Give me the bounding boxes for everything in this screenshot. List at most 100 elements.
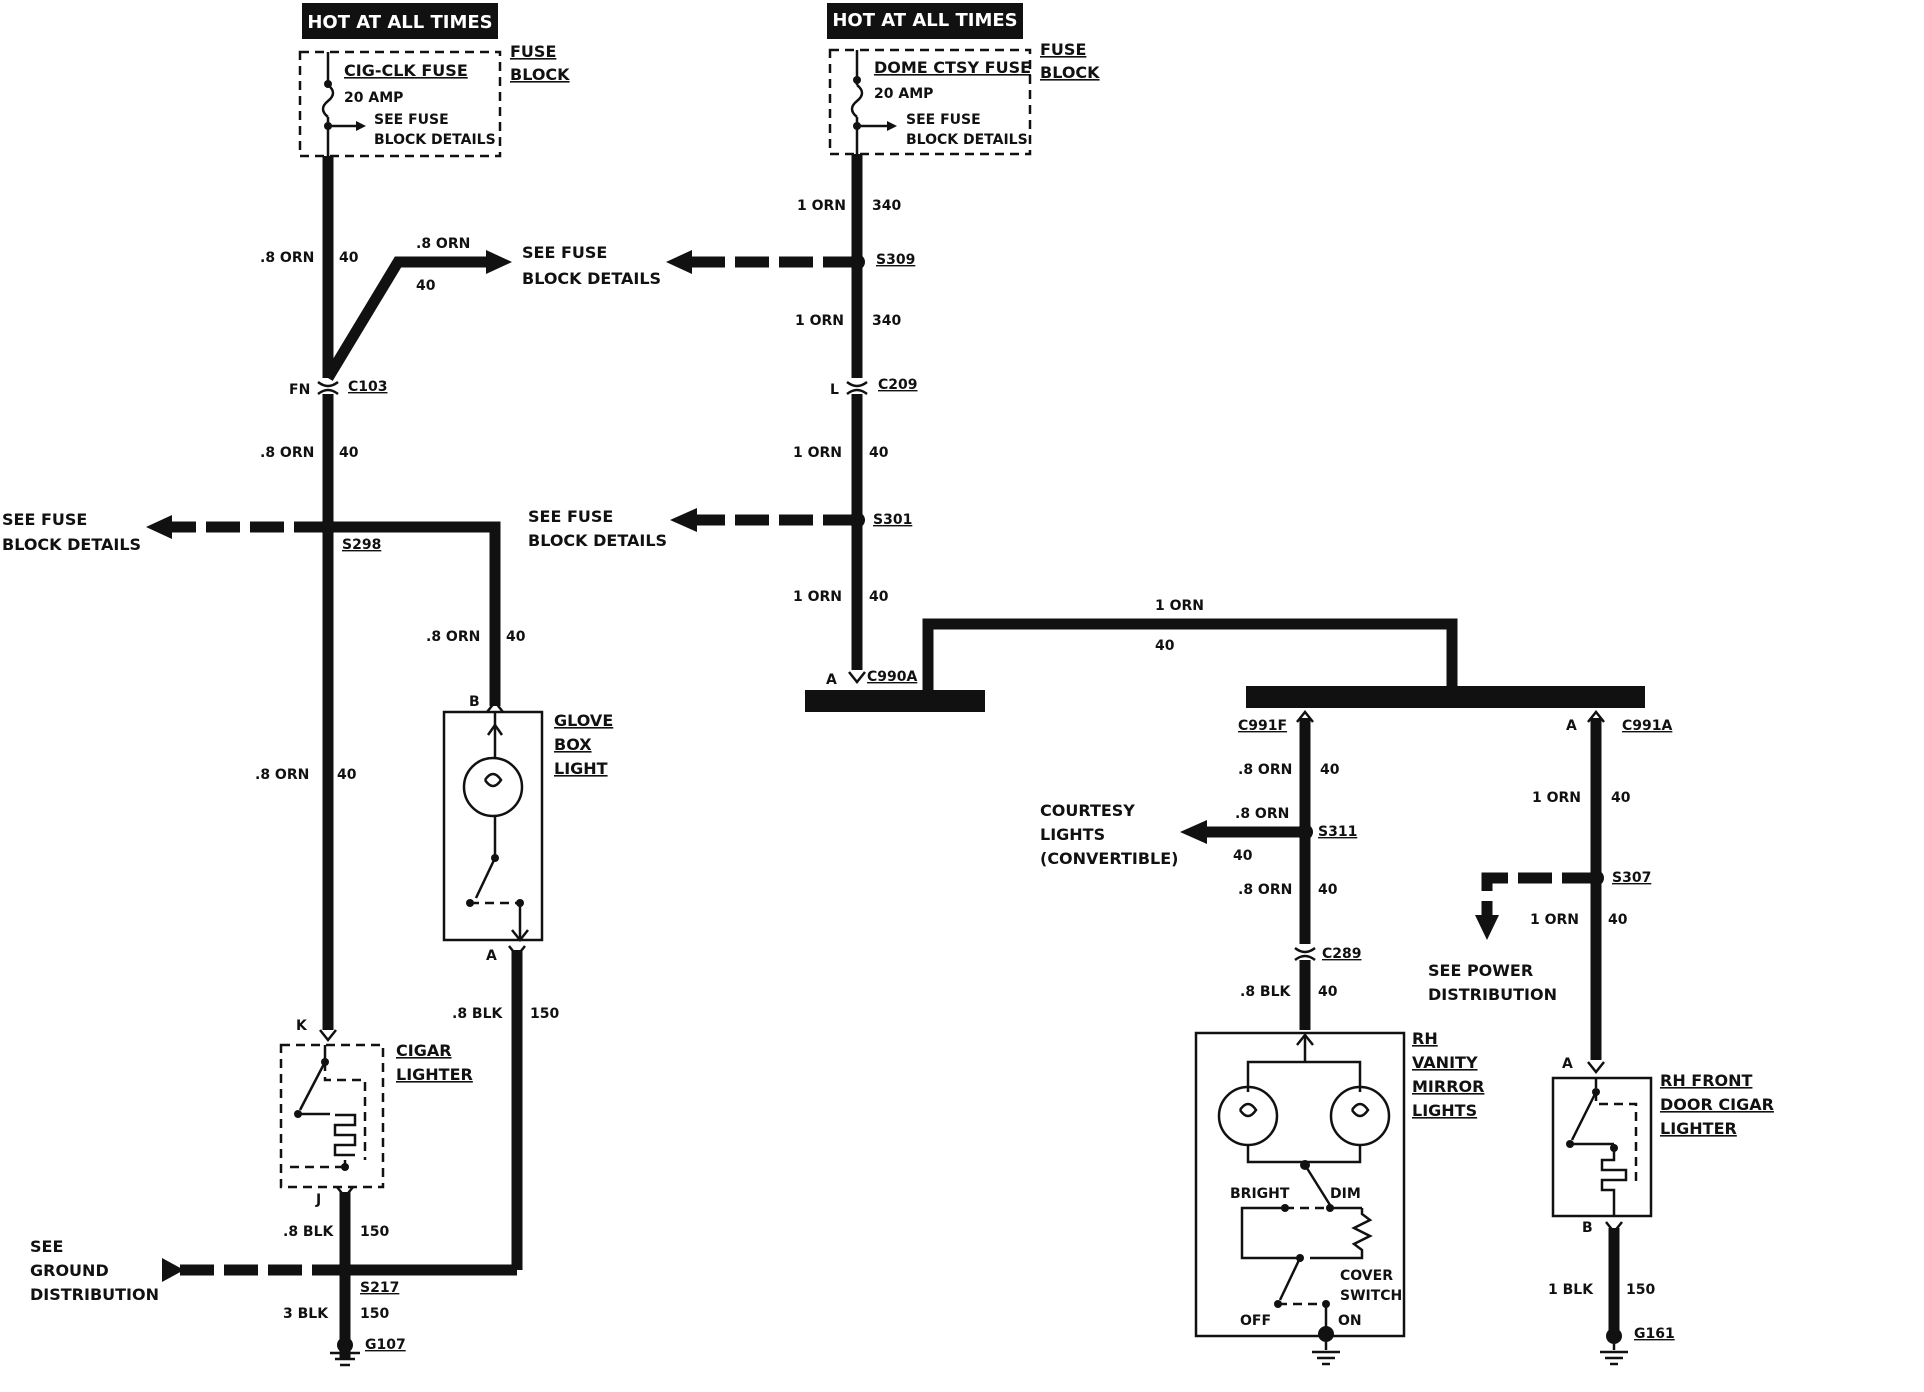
vanity-label-3: MIRROR: [1412, 1077, 1484, 1096]
fuse-block-label-2a: FUSE: [1040, 40, 1086, 59]
svg-text:1 ORN: 1 ORN: [793, 589, 842, 605]
fuse-rating-dome-ctsy: 20 AMP: [874, 86, 933, 102]
fuse-name-dome-ctsy: DOME CTSY FUSE: [874, 58, 1031, 77]
fuse-block-label-2b: BLOCK: [1040, 63, 1100, 82]
connector-b-door: B: [1582, 1220, 1593, 1236]
svg-text:.8 ORN: .8 ORN: [1238, 882, 1292, 898]
connector-c209-label: C209: [878, 377, 918, 393]
ref-fuse-detail-b2: BLOCK DETAILS: [2, 535, 141, 554]
ref-fuse-detail-a2: BLOCK DETAILS: [522, 269, 661, 288]
off-label: OFF: [1240, 1313, 1271, 1329]
fuse-block-label-1a: FUSE: [510, 42, 556, 61]
svg-text:40: 40: [337, 767, 357, 783]
connector-k-label: K: [296, 1018, 308, 1034]
svg-text:1 BLK: 1 BLK: [1548, 1282, 1594, 1298]
splice-s298-label: S298: [342, 537, 381, 553]
ground-g107-label: G107: [365, 1337, 406, 1353]
svg-text:40: 40: [416, 278, 436, 294]
door-label-3: LIGHTER: [1660, 1119, 1737, 1138]
svg-text:1 ORN: 1 ORN: [1532, 790, 1581, 806]
svg-text:40: 40: [1318, 984, 1338, 1000]
svg-text:40: 40: [1233, 848, 1253, 864]
svg-text:1 ORN: 1 ORN: [795, 313, 844, 329]
door-label-1: RH FRONT: [1660, 1071, 1753, 1090]
svg-text:.8 ORN: .8 ORN: [1238, 762, 1292, 778]
ref-power-2: DISTRIBUTION: [1428, 985, 1557, 1004]
hot-label-box-left: [302, 3, 498, 39]
cover-label-2: SWITCH: [1340, 1288, 1402, 1304]
fuse-rating-cig-clk: 20 AMP: [344, 90, 403, 106]
resistor-icon: [1310, 1208, 1373, 1260]
ref-power-1: SEE POWER: [1428, 961, 1533, 980]
wire-label-branch: .8 ORN: [416, 236, 470, 252]
ref-ground-2: GROUND: [30, 1261, 109, 1280]
svg-text:40: 40: [1155, 638, 1175, 654]
hot-label-left: HOT AT ALL TIMES: [307, 12, 492, 33]
connector-c103-symbol: [317, 380, 339, 396]
splice-s311-label: S311: [1318, 824, 1357, 840]
glove-box-light: [442, 710, 544, 942]
cover-label-1: COVER: [1340, 1268, 1393, 1284]
ref-fuse-detail-a1: SEE FUSE: [522, 243, 607, 262]
connector-c991a-label: C991A: [1622, 718, 1672, 734]
door-label-2: DOOR CIGAR: [1660, 1095, 1774, 1114]
door-lighter-switch-icon: [1570, 1091, 1598, 1141]
cover-switch-icon: [1278, 1257, 1302, 1301]
svg-text:BLOCK DETAILS: BLOCK DETAILS: [906, 132, 1028, 148]
ground-g161-label: G161: [1634, 1326, 1675, 1342]
svg-text:3 BLK: 3 BLK: [283, 1306, 329, 1322]
svg-text:40: 40: [339, 250, 359, 266]
svg-text:1 ORN: 1 ORN: [793, 445, 842, 461]
fuse-name-cig-clk: CIG-CLK FUSE: [344, 61, 468, 80]
dim-label: DIM: [1330, 1186, 1361, 1202]
svg-text:40: 40: [1608, 912, 1628, 928]
rh-vanity-mirror-lights: [1194, 1031, 1406, 1338]
ref-ground-1: SEE: [30, 1237, 63, 1256]
cigar-label-2: LIGHTER: [396, 1065, 473, 1084]
wire-s307-dashed: [1481, 872, 1596, 920]
rh-front-door-cigar-lighter: [1551, 1076, 1653, 1218]
svg-text:.8 BLK: .8 BLK: [1240, 984, 1292, 1000]
connector-b-icon: [486, 699, 504, 713]
splice-s217-label: S217: [360, 1280, 399, 1296]
splice-s217-dot: [337, 1262, 353, 1278]
connector-a-label: A: [486, 948, 497, 964]
connector-j-label: J: [315, 1192, 321, 1208]
glove-label-3: LIGHT: [554, 759, 608, 778]
connector-a-c990a: A: [826, 672, 837, 688]
ref-courtesy-3: (CONVERTIBLE): [1040, 849, 1178, 868]
svg-text:150: 150: [1626, 1282, 1655, 1298]
on-label: ON: [1338, 1313, 1362, 1329]
cigar-lighter: [279, 1043, 385, 1189]
svg-text:.8 ORN: .8 ORN: [260, 445, 314, 461]
splice-s309-label: S309: [876, 252, 915, 268]
connector-a-door: A: [1562, 1056, 1573, 1072]
connector-a-c991a: A: [1566, 718, 1577, 734]
wire-branch-diagonal: [323, 256, 490, 381]
svg-text:150: 150: [530, 1006, 559, 1022]
svg-text:40: 40: [339, 445, 359, 461]
svg-text:40: 40: [1611, 790, 1631, 806]
heating-element-icon: [333, 1113, 357, 1157]
glove-label-2: BOX: [554, 735, 592, 754]
vanity-label-1: RH: [1412, 1029, 1438, 1048]
svg-text:BLOCK DETAILS: BLOCK DETAILS: [374, 132, 496, 148]
connector-j-icon: [336, 1186, 354, 1200]
svg-text:.8 BLK: .8 BLK: [452, 1006, 504, 1022]
connector-c990a-symbol: [848, 671, 866, 685]
vanity-label-4: LIGHTS: [1412, 1101, 1477, 1120]
svg-text:SEE FUSE: SEE FUSE: [374, 112, 449, 128]
svg-text:40: 40: [506, 629, 526, 645]
svg-text:40: 40: [869, 445, 889, 461]
ref-ground-3: DISTRIBUTION: [30, 1285, 159, 1304]
wire-s298-to-glove: [328, 521, 501, 706]
wire-c990a-to-bus: [922, 618, 1458, 690]
connector-a-icon: [508, 945, 526, 959]
connector-l-label: L: [830, 382, 839, 398]
bus-bar-c991: [1246, 686, 1645, 708]
connector-c990a-bar: [805, 690, 985, 712]
arrow-icon: [162, 1258, 184, 1282]
wire-label-left-1: .8 ORN: [260, 250, 314, 266]
bright-label: BRIGHT: [1230, 1186, 1290, 1202]
